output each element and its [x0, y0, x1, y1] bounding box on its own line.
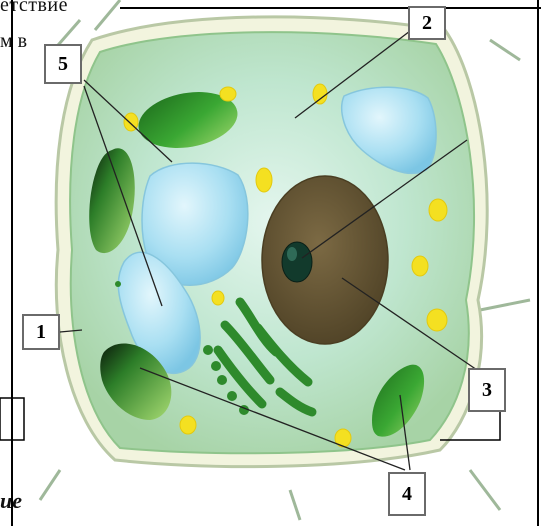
label-5-box: 5: [44, 44, 82, 84]
label-1: 1: [36, 321, 46, 344]
label-4-box: 4: [388, 472, 426, 516]
label-5: 5: [58, 53, 68, 76]
label-3: 3: [482, 379, 492, 402]
nucleus: [262, 176, 388, 344]
nucleolus: [282, 242, 312, 282]
label-2-box: 2: [408, 6, 446, 40]
label-4: 4: [402, 483, 412, 506]
label-1-box: 1: [22, 314, 60, 350]
label-2: 2: [422, 12, 432, 35]
label-3-box: 3: [468, 368, 506, 412]
